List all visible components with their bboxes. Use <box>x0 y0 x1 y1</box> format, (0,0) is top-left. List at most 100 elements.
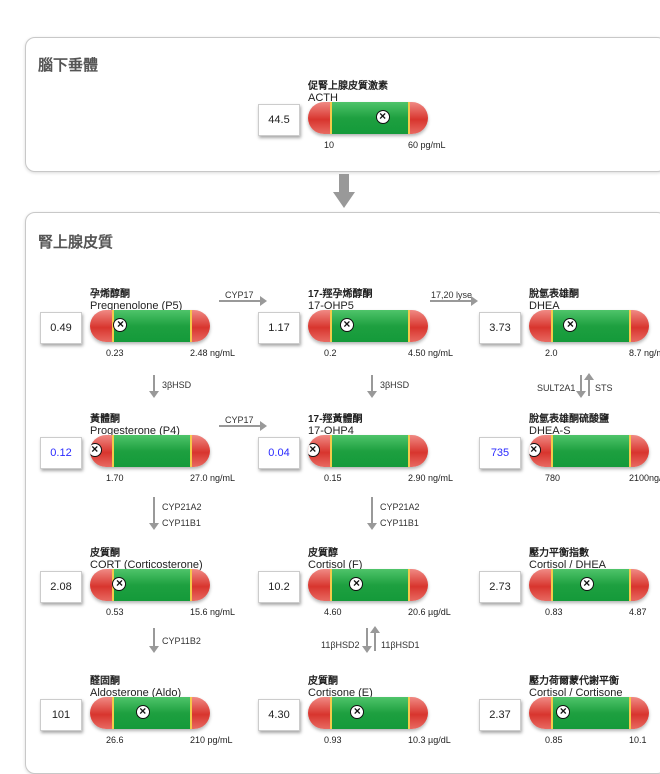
range-low: 0.93 <box>324 735 342 745</box>
result-value: 2.73 <box>479 571 521 603</box>
normal-range-band <box>111 697 193 729</box>
range-gauge: × <box>90 569 210 601</box>
hormone-name-en: Cortisol (F) <box>308 559 363 571</box>
range-low: 0.23 <box>106 348 124 358</box>
result-marker-icon: × <box>579 577 594 591</box>
enzyme-label: CYP17 <box>225 290 254 300</box>
result-value: 4.30 <box>258 699 300 731</box>
range-low: 780 <box>545 473 561 483</box>
enzyme-label: 11βHSD1 <box>381 640 420 650</box>
enzyme-label: 3βHSD <box>380 380 410 390</box>
hormone-node: 壓力平衡指數 Cortisol / DHEA 2.73 × 0.83 4.87 <box>479 544 660 644</box>
hormone-name-en: DHEA-S <box>529 425 571 437</box>
result-marker-icon: × <box>529 443 541 457</box>
hormone-name-en: 17-OHP5 <box>308 300 354 312</box>
hormone-name-cn: 壓力平衡指數 <box>529 548 589 559</box>
hormone-name-cn: 黃體酮 <box>90 414 120 425</box>
result-value: 44.5 <box>258 104 300 136</box>
hormone-node: 壓力荷爾蒙代謝平衡 Cortisol / Cortisone 2.37 × 0.… <box>479 672 660 772</box>
result-value: 2.08 <box>40 571 82 603</box>
normal-range-band <box>550 435 632 467</box>
hormone-name-en: Cortisol / Cortisone <box>529 687 623 699</box>
hormone-name-cn: 17-羥孕烯醇酮 <box>308 289 373 300</box>
range-gauge: × <box>529 435 649 467</box>
arrow-11bhsd1 <box>370 626 380 651</box>
range-gauge: × <box>308 102 428 134</box>
range-high: 210 pg/mL <box>190 735 233 745</box>
range-gauge: × <box>308 435 428 467</box>
result-marker-icon: × <box>375 110 390 124</box>
range-high: 2.90 ng/mL <box>408 473 454 483</box>
result-value: 101 <box>40 699 82 731</box>
result-marker-icon: × <box>113 318 128 332</box>
arrow-sts <box>584 373 594 396</box>
enzyme-label: 17,20 lyse <box>431 290 473 300</box>
range-low: 26.6 <box>106 735 124 745</box>
hormone-name-en: CORT (Corticosterone) <box>90 559 203 571</box>
range-low: 1.70 <box>106 473 124 483</box>
range-high: 10.1 <box>629 735 647 745</box>
hormone-name-cn: 孕烯醇酮 <box>90 289 130 300</box>
arrow-cyp11b2 <box>149 628 159 653</box>
hormone-name-en: Cortisone (E) <box>308 687 373 699</box>
hormone-name-cn: 促腎上腺皮質激素 <box>308 81 388 92</box>
result-marker-icon: × <box>339 318 354 332</box>
arrow-cyp21a2-2 <box>367 497 377 530</box>
result-value: 1.17 <box>258 312 300 344</box>
hormone-name-en: 17-OHP4 <box>308 425 354 437</box>
enzyme-label: CYP21A2 <box>380 502 420 512</box>
arrow-3bhsd-2 <box>367 375 377 398</box>
result-marker-icon: × <box>563 318 578 332</box>
result-marker-icon: × <box>349 577 364 591</box>
result-value: 0.04 <box>258 437 300 469</box>
result-value: 3.73 <box>479 312 521 344</box>
range-low: 0.2 <box>324 348 337 358</box>
hormone-name-en: Aldosterone (Aldo) <box>90 687 182 699</box>
hormone-node: 皮質酮 CORT (Corticosterone) 2.08 × 0.53 15… <box>40 544 240 644</box>
enzyme-label: 11βHSD2 <box>321 640 360 650</box>
hormone-name-en: ACTH <box>308 92 338 104</box>
arrow-lyase <box>430 296 478 306</box>
hormone-name-cn: 醛固酮 <box>90 676 120 687</box>
range-low: 4.60 <box>324 607 342 617</box>
range-gauge: × <box>529 697 649 729</box>
enzyme-label: STS <box>595 383 613 393</box>
range-low: 0.85 <box>545 735 563 745</box>
normal-range-band <box>329 102 411 134</box>
hormone-name-en: Pregnenolone (P5) <box>90 300 183 312</box>
hormone-node: 皮質酮 Cortisone (E) 4.30 × 0.93 10.3 µg/dL <box>258 672 458 772</box>
result-value: 0.49 <box>40 312 82 344</box>
range-high: 27.0 ng/mL <box>190 473 236 483</box>
arrow-11bhsd2 <box>362 628 372 653</box>
enzyme-label: SULT2A1 <box>537 383 576 393</box>
normal-range-band <box>329 569 411 601</box>
range-gauge: × <box>90 435 210 467</box>
enzyme-label: CYP11B1 <box>162 518 201 528</box>
hormone-name-en: Progesterone (P4) <box>90 425 180 437</box>
hormone-name-cn: 脫氫表雄酮 <box>529 289 579 300</box>
arrow-cyp21a2-1 <box>149 497 159 530</box>
hormone-node: 促腎上腺皮質激素 ACTH 44.5 × 10 60 pg/mL <box>258 77 458 177</box>
range-low: 0.15 <box>324 473 342 483</box>
arrow-sult2a1 <box>576 375 586 398</box>
range-gauge: × <box>529 310 649 342</box>
range-high: 2100ng/mL <box>629 473 660 483</box>
range-low: 0.83 <box>545 607 563 617</box>
result-value: 10.2 <box>258 571 300 603</box>
result-marker-icon: × <box>350 705 365 719</box>
range-high: 15.6 ng/mL <box>190 607 236 617</box>
arrow-cyp17-1 <box>219 296 267 306</box>
range-gauge: × <box>308 310 428 342</box>
adrenal-title: 腎上腺皮質 <box>38 234 114 251</box>
range-low: 0.53 <box>106 607 124 617</box>
range-high: 10.3 µg/dL <box>408 735 451 745</box>
range-high: 4.50 ng/mL <box>408 348 454 358</box>
normal-range-band <box>329 697 411 729</box>
range-high: 8.7 ng/mL <box>629 348 660 358</box>
result-value: 735 <box>479 437 521 469</box>
hormone-name-cn: 脫氫表雄酮硫酸鹽 <box>529 414 609 425</box>
hormone-node: 孕烯醇酮 Pregnenolone (P5) 0.49 × 0.23 2.48 … <box>40 285 240 385</box>
result-marker-icon: × <box>112 577 127 591</box>
hormone-name-cn: 17-羥黃體酮 <box>308 414 363 425</box>
hormone-node: 醛固酮 Aldosterone (Aldo) 101 × 26.6 210 pg… <box>40 672 240 772</box>
